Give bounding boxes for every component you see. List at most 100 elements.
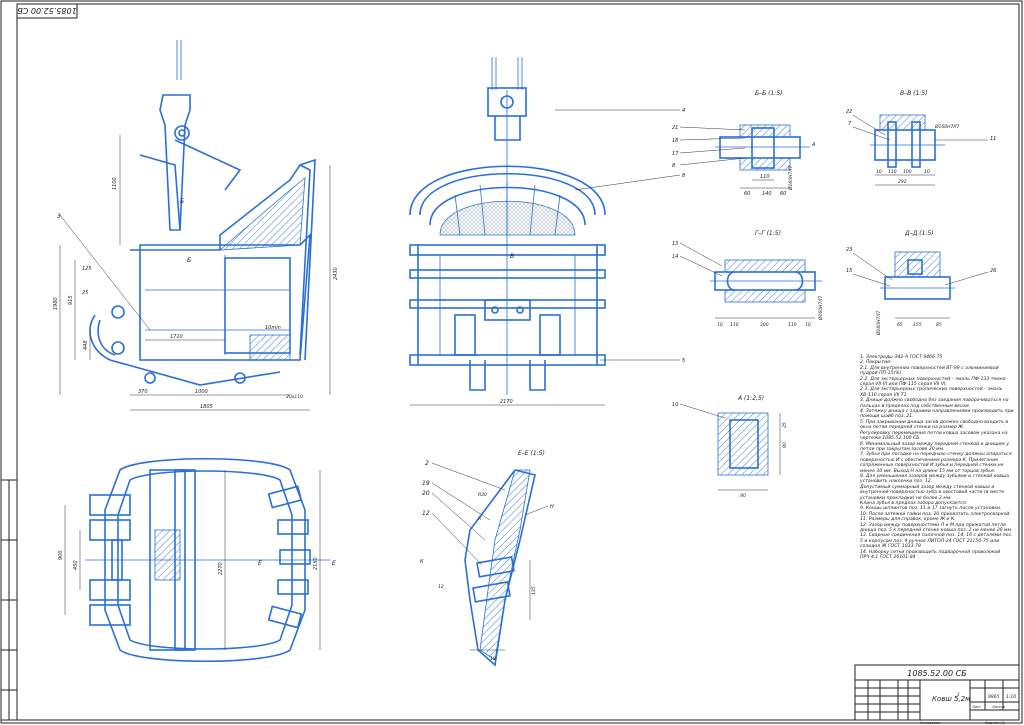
gg-dim-fit: Ø160H7/f7: [817, 296, 824, 321]
note-line: 13. Сварные соединения палочной поз. 14,…: [860, 533, 1013, 550]
a-dim-90v: 90: [782, 442, 788, 448]
title-name-sup: 3: [957, 692, 960, 697]
vv-dim-292: 292: [898, 179, 907, 185]
title-format: Формат A1: [985, 721, 1005, 725]
side-view: [59, 40, 331, 411]
a-leader-10: 10: [672, 402, 678, 408]
title-name: Ковш 5,2м: [932, 695, 971, 703]
section-ee: Е–Е (1:5) R30 R 12 135 18 2 19 20 12 К Н: [420, 450, 554, 667]
ee-leader-20: 20: [422, 490, 430, 497]
ee-dim-18: 18: [490, 656, 496, 662]
note-line: 7. Зубья при посадке на переднюю стенку …: [860, 452, 1012, 474]
title-copied: Копировал: [920, 721, 941, 725]
leader-5: 5: [682, 358, 685, 364]
section-mark-b2: Б: [187, 257, 191, 264]
ee-leader-k: К: [420, 559, 424, 565]
gg-dim-110b: 110: [788, 322, 797, 328]
note-line: 14. Наборку сетки производить подварочно…: [860, 549, 1001, 561]
section-vv: В–В (1:5) Ø160H7/f7 10 110 100 10 292 22…: [846, 90, 996, 186]
vv-leader-22: 22: [846, 109, 852, 115]
rotated-code-box: 1085.52.00 СБ: [16, 3, 78, 19]
gg-leader-13: 13: [672, 241, 678, 247]
note-line: 11. Размеры для справок, кроме Ж и К.: [860, 517, 956, 523]
bb-leader-18: 18: [672, 138, 678, 144]
vv-dim-10b: 10: [924, 169, 930, 175]
note-line: 8. Для уменьшения зазоров между зубьями …: [860, 473, 1009, 485]
dim-900: 900: [58, 550, 64, 560]
dim-915: 915: [68, 295, 74, 305]
section-gg: Г–Г (1:5) 10 110 300 110 10 Ø160H7/f7 13…: [672, 230, 824, 328]
dim-125: 125: [82, 266, 92, 272]
note-line: 1. Электроды Э42-А ГОСТ 9466-75: [860, 355, 943, 360]
title-mass: 9865: [988, 694, 1000, 700]
front-view: [409, 57, 681, 406]
dim-1000: 1000: [195, 389, 208, 395]
gg-leader-14: 14: [672, 254, 678, 260]
dim-1710: 1710: [170, 334, 183, 340]
ee-dim-12: 12: [438, 584, 444, 590]
note-line: Регулировку перемещения петли ковша засо…: [860, 430, 1008, 442]
section-ee-title: Е–Е (1:5): [518, 450, 545, 457]
bb-leader-a: A: [811, 142, 816, 148]
dim-20x110: 20x110: [286, 394, 303, 400]
section-bb-title: Б–Б (1:5): [755, 90, 782, 97]
note-line: Клина зубья в предлах зазора допускается…: [860, 500, 968, 506]
front-mesh: [439, 200, 576, 236]
section-gg-title: Г–Г (1:5): [755, 230, 781, 237]
bb-dim-140: 140: [762, 191, 772, 197]
bb-leader-8: 8: [672, 163, 675, 169]
ee-dim-135: 135: [531, 586, 537, 595]
note-line: 2. Покрытие:: [860, 360, 892, 366]
leader-4: 4: [682, 108, 685, 114]
dim-450: 450: [73, 560, 79, 570]
gg-dim-110a: 110: [730, 322, 739, 328]
dd-dim-fit: Ø160H7/f7: [875, 311, 882, 336]
vv-dim-10a: 10: [876, 169, 882, 175]
note-line: 2.2. Для экстерьерных поверхностей – эма…: [860, 376, 1008, 388]
section-mark-e1: Е: [258, 560, 262, 567]
note-line: 9. Концы шплинтов поз. 11 и 17 загнуть п…: [860, 506, 1002, 512]
dim-2150: 2150: [313, 557, 319, 570]
vv-dim-100: 100: [903, 169, 912, 175]
dd-leader-26: 26: [990, 268, 996, 274]
bb-dim-fit: Ø160H7/f7: [787, 166, 794, 191]
title-scale: 1:10: [1006, 694, 1016, 700]
a-dim-25: 25: [782, 422, 788, 428]
view-a-title: A (1:2,5): [737, 395, 764, 402]
rotated-code-text: 1085.52.00 СБ: [17, 6, 77, 15]
sheet-inner-border: [16, 3, 1020, 721]
vv-dim-fit: Ø160H7/f7: [934, 123, 959, 130]
bb-dim-60a: 60: [744, 191, 750, 197]
note-line: 3. Днище должно свободно без заедания по…: [860, 398, 1009, 409]
side-view-dims: 1100 1710 1000 370 1805 1980 915 448 243…: [53, 177, 339, 410]
note-line: 10. После затяжки гайки поз. 20 прихвати…: [860, 511, 1011, 517]
dim-25: 25: [82, 290, 88, 296]
a-dim-90h: 90: [740, 493, 746, 499]
dim-1980: 1980: [53, 297, 59, 310]
bb-leader-17: 17: [672, 151, 679, 157]
side-back-wall: [218, 177, 306, 251]
section-bb: Б–Б (1:5) 110 60 140 60 Ø160H7/f7 21 18 …: [672, 90, 816, 197]
section-mark-v: В: [510, 253, 514, 260]
section-vv-title: В–В (1:5): [900, 90, 927, 97]
dim-1100: 1100: [112, 177, 118, 190]
left-margin-table: [0, 479, 18, 721]
dd-dim-65: 65: [897, 322, 903, 328]
dd-leader-23: 23: [846, 247, 852, 253]
section-dd: Д–Д (1:5) Ø160H7/f7 65 155 85 23 15 26: [846, 230, 996, 336]
title-sheets: Листов: [991, 705, 1005, 709]
vv-dim-110: 110: [888, 169, 897, 175]
ee-dim-r: R: [478, 516, 481, 522]
leader-3: 3: [57, 213, 61, 220]
section-mark-b1: Б: [180, 198, 184, 205]
note-line: 2.1. Для внутренних поверхностей ВТ-99 с…: [860, 365, 999, 377]
bb-dim-60b: 60: [780, 191, 786, 197]
note-line: 2.3. Для экстерьерных тропических поверх…: [860, 387, 1003, 398]
plan-view: [64, 457, 330, 663]
dd-dim-85: 85: [936, 322, 942, 328]
leader-8: 8: [682, 173, 685, 179]
dim-2430: 2430: [333, 267, 339, 280]
